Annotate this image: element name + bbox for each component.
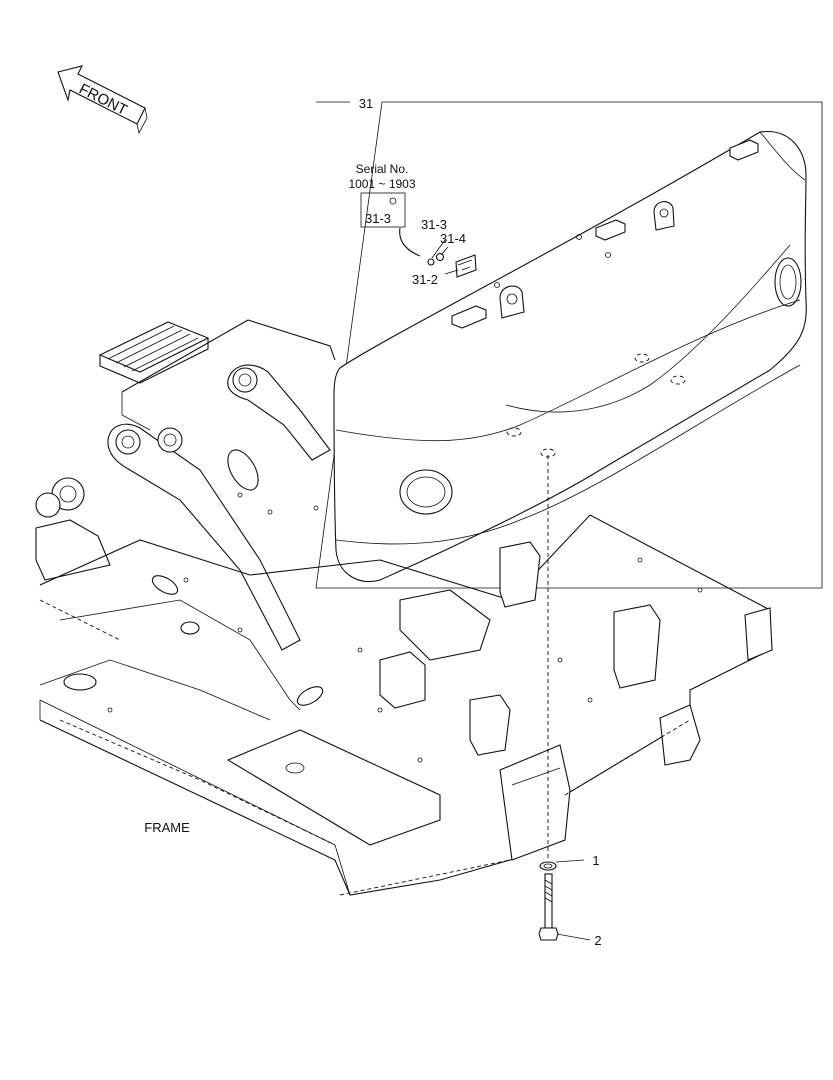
washer-and-bolt: 1 2	[538, 853, 602, 948]
callout-1[interactable]: 1	[592, 853, 599, 868]
serial-boxed-part-callout[interactable]: 31-3	[365, 211, 391, 226]
assembly-number: 31	[359, 96, 373, 111]
callout-2[interactable]: 2	[594, 933, 601, 948]
callout-31-2[interactable]: 31-2	[412, 272, 438, 287]
frame-structure	[35, 319, 773, 896]
bracket-parts: 31-3 31-4 31-2	[412, 217, 477, 287]
frame-label: FRAME	[144, 820, 190, 835]
callout-31-3[interactable]: 31-3	[421, 217, 447, 232]
counterweight	[333, 131, 807, 583]
front-arrow-icon: FRONT	[57, 65, 148, 135]
serial-note: Serial No. 1001 ~ 1903 31-3	[348, 162, 421, 257]
callout-31-4[interactable]: 31-4	[440, 231, 466, 246]
serial-note-line2: 1001 ~ 1903	[348, 177, 415, 191]
serial-note-box	[360, 192, 406, 228]
serial-note-line1: Serial No.	[356, 162, 409, 176]
washer-icon	[539, 861, 557, 871]
